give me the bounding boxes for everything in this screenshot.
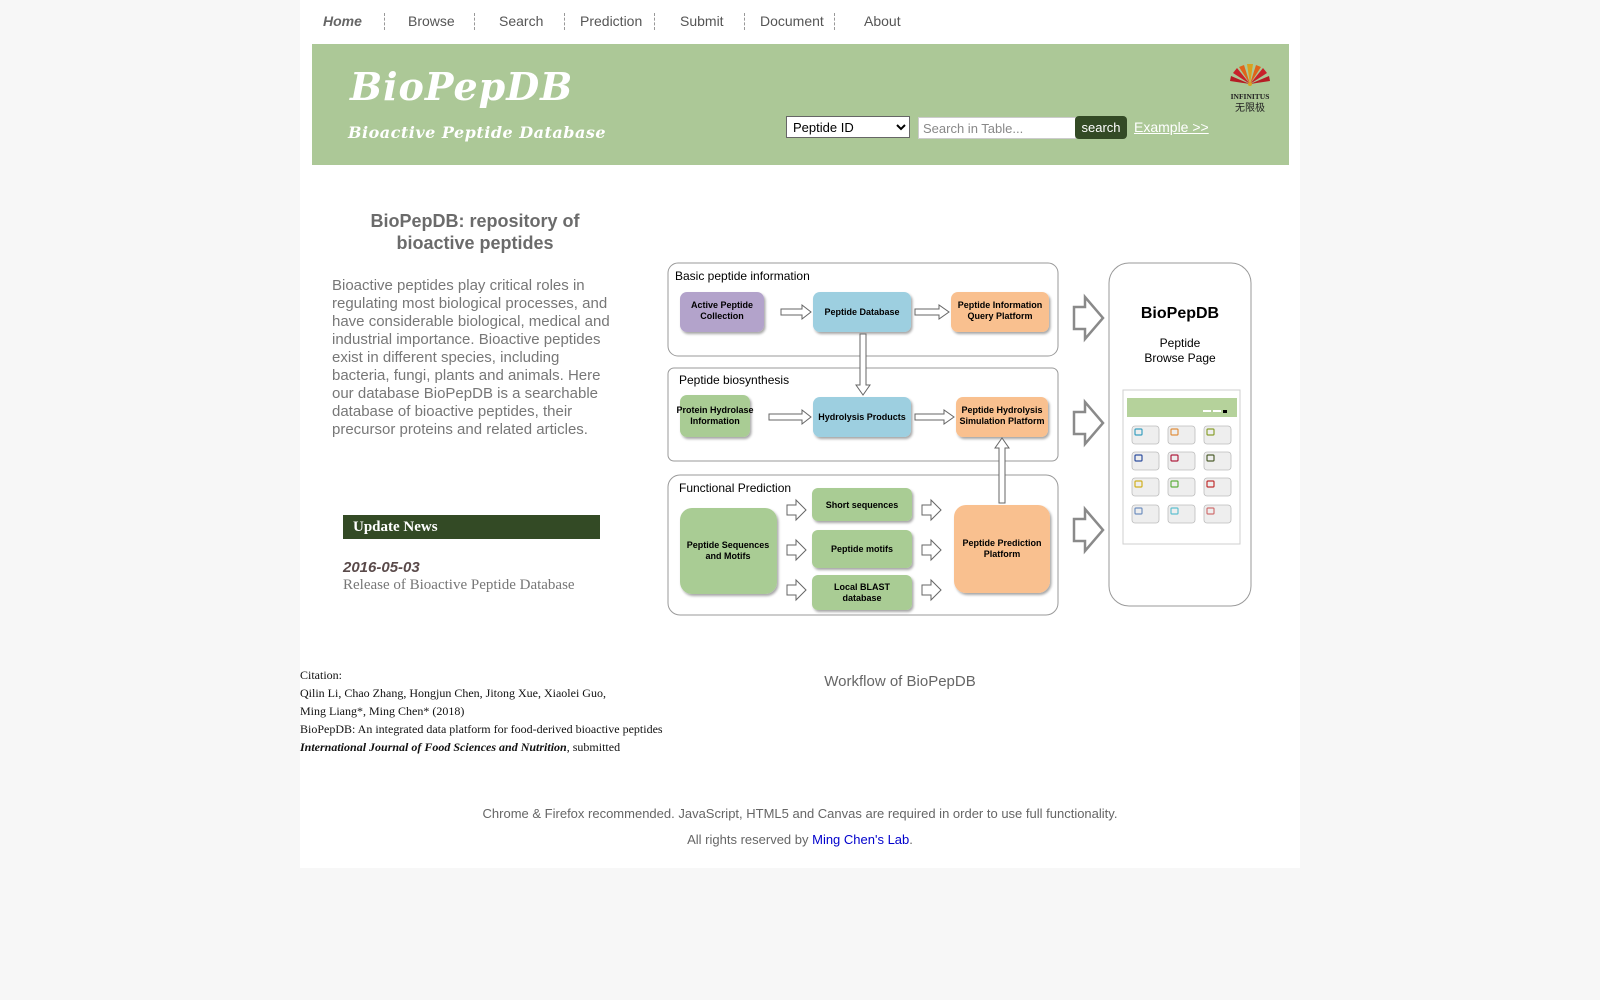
search-field-select[interactable]: Peptide ID — [786, 116, 910, 138]
header-banner: BioPepDB Bioactive Peptide Database Pept… — [312, 44, 1289, 165]
lab-link[interactable]: Ming Chen's Lab — [812, 832, 910, 847]
svg-text:and Motifs: and Motifs — [706, 551, 751, 561]
svg-text:Peptide Prediction: Peptide Prediction — [962, 538, 1041, 548]
svg-text:Peptide Database: Peptide Database — [824, 307, 899, 317]
svg-text:database: database — [842, 593, 881, 603]
node-protein-hydrolase — [680, 395, 750, 437]
svg-text:Collection: Collection — [700, 311, 744, 321]
nav-about[interactable]: About — [864, 13, 901, 29]
svg-text:Platform: Platform — [984, 549, 1021, 559]
citation-title: BioPepDB: An integrated data platform fo… — [300, 722, 663, 736]
footer-rights-text: All rights reserved by — [687, 832, 813, 847]
browse-page-cards — [1131, 425, 1232, 524]
node-peptide-sequences-motifs — [680, 508, 777, 594]
node-local-blast — [812, 575, 912, 610]
intro-paragraph: Bioactive peptides play critical roles i… — [332, 277, 610, 438]
flow-arrows — [768, 303, 1010, 602]
news-header: Update News — [343, 515, 600, 539]
search-button[interactable]: search — [1075, 116, 1127, 139]
site-title: BioPepDB — [350, 64, 574, 109]
node-peptide-motifs — [812, 530, 912, 568]
citation-journal: International Journal of Food Sciences a… — [300, 740, 567, 754]
output-panel-title: BioPepDB — [1141, 305, 1219, 322]
workflow-section-title: Peptide biosynthesis — [679, 373, 789, 387]
nav-separator — [384, 13, 385, 30]
svg-text:Peptide Sequences: Peptide Sequences — [687, 540, 770, 550]
svg-text:INFINITUS: INFINITUS — [1231, 92, 1270, 101]
svg-text:Query Platform: Query Platform — [967, 311, 1032, 321]
citation-label: Citation: — [300, 668, 342, 682]
svg-text:Peptide motifs: Peptide motifs — [831, 544, 893, 554]
nav-separator — [654, 13, 655, 30]
svg-text:Peptide Information: Peptide Information — [958, 300, 1043, 310]
output-panel-subtitle: Peptide — [1160, 336, 1201, 350]
footer-browser-note: Chrome & Firefox recommended. JavaScript… — [482, 806, 1118, 821]
top-nav: Home Browse Search Prediction Submit Doc… — [300, 0, 1300, 44]
svg-text:Simulation Platform: Simulation Platform — [959, 416, 1044, 426]
node-hydrolysis-simulation — [956, 397, 1048, 437]
nav-submit[interactable]: Submit — [680, 13, 724, 29]
svg-text:Information: Information — [690, 416, 740, 426]
svg-text:Local BLAST: Local BLAST — [834, 582, 891, 592]
news-date: 2016-05-03 — [343, 559, 420, 576]
workflow-section-title: Functional Prediction — [679, 481, 791, 495]
node-short-sequences — [812, 488, 912, 521]
nav-browse[interactable]: Browse — [408, 13, 455, 29]
footer-rights: All rights reserved by Ming Chen's Lab. — [300, 832, 1300, 847]
search-input[interactable] — [918, 117, 1076, 139]
citation-block: Citation: Qilin Li, Chao Zhang, Hongjun … — [300, 666, 820, 756]
svg-text:Protein Hydrolase: Protein Hydrolase — [676, 405, 753, 415]
nav-separator — [564, 13, 565, 30]
citation-authors: Qilin Li, Chao Zhang, Hongjun Chen, Jito… — [300, 686, 606, 700]
svg-text:Peptide Hydrolysis: Peptide Hydrolysis — [961, 405, 1042, 415]
output-arrows — [1072, 293, 1105, 555]
nav-separator — [834, 13, 835, 30]
node-active-peptide-collection — [680, 292, 764, 332]
nav-prediction[interactable]: Prediction — [580, 13, 643, 29]
citation-status: , submitted — [566, 740, 621, 754]
svg-text:Short sequences: Short sequences — [826, 500, 899, 510]
footer-rights-suffix: . — [909, 832, 913, 847]
citation-journal-line: International Journal of Food Sciences a… — [300, 738, 820, 756]
nav-home[interactable]: Home — [323, 13, 362, 29]
citation-authors: Ming Liang*, Ming Chen* (2018) — [300, 704, 465, 718]
node-peptide-prediction-platform — [954, 505, 1050, 593]
browse-page-header-bar — [1127, 398, 1237, 417]
workflow-caption: Workflow of BioPepDB — [824, 673, 976, 690]
nav-document[interactable]: Document — [760, 13, 824, 29]
page: Home Browse Search Prediction Submit Doc… — [300, 0, 1300, 868]
nav-separator — [744, 13, 745, 30]
site-subtitle: Bioactive Peptide Database — [348, 123, 607, 142]
svg-text:无限极: 无限极 — [1235, 101, 1265, 114]
workflow-diagram: Basic peptide information Active Peptide… — [667, 262, 1252, 616]
svg-text:Active Peptide: Active Peptide — [691, 300, 753, 310]
news-text: Release of Bioactive Peptide Database — [343, 577, 575, 593]
example-link[interactable]: Example >> — [1134, 119, 1209, 135]
output-panel-subtitle: Browse Page — [1144, 351, 1216, 365]
node-peptide-information-query — [951, 292, 1049, 332]
intro-heading: BioPepDB: repository of bioactive peptid… — [370, 211, 580, 253]
node-hydrolysis-products — [813, 397, 911, 437]
node-peptide-database — [813, 292, 911, 332]
svg-text:Hydrolysis Products: Hydrolysis Products — [818, 412, 906, 422]
nav-separator — [474, 13, 475, 30]
infinitus-logo-icon: INFINITUS 无限极 — [1230, 64, 1270, 114]
nav-search[interactable]: Search — [499, 13, 544, 29]
workflow-section-title: Basic peptide information — [675, 269, 810, 283]
